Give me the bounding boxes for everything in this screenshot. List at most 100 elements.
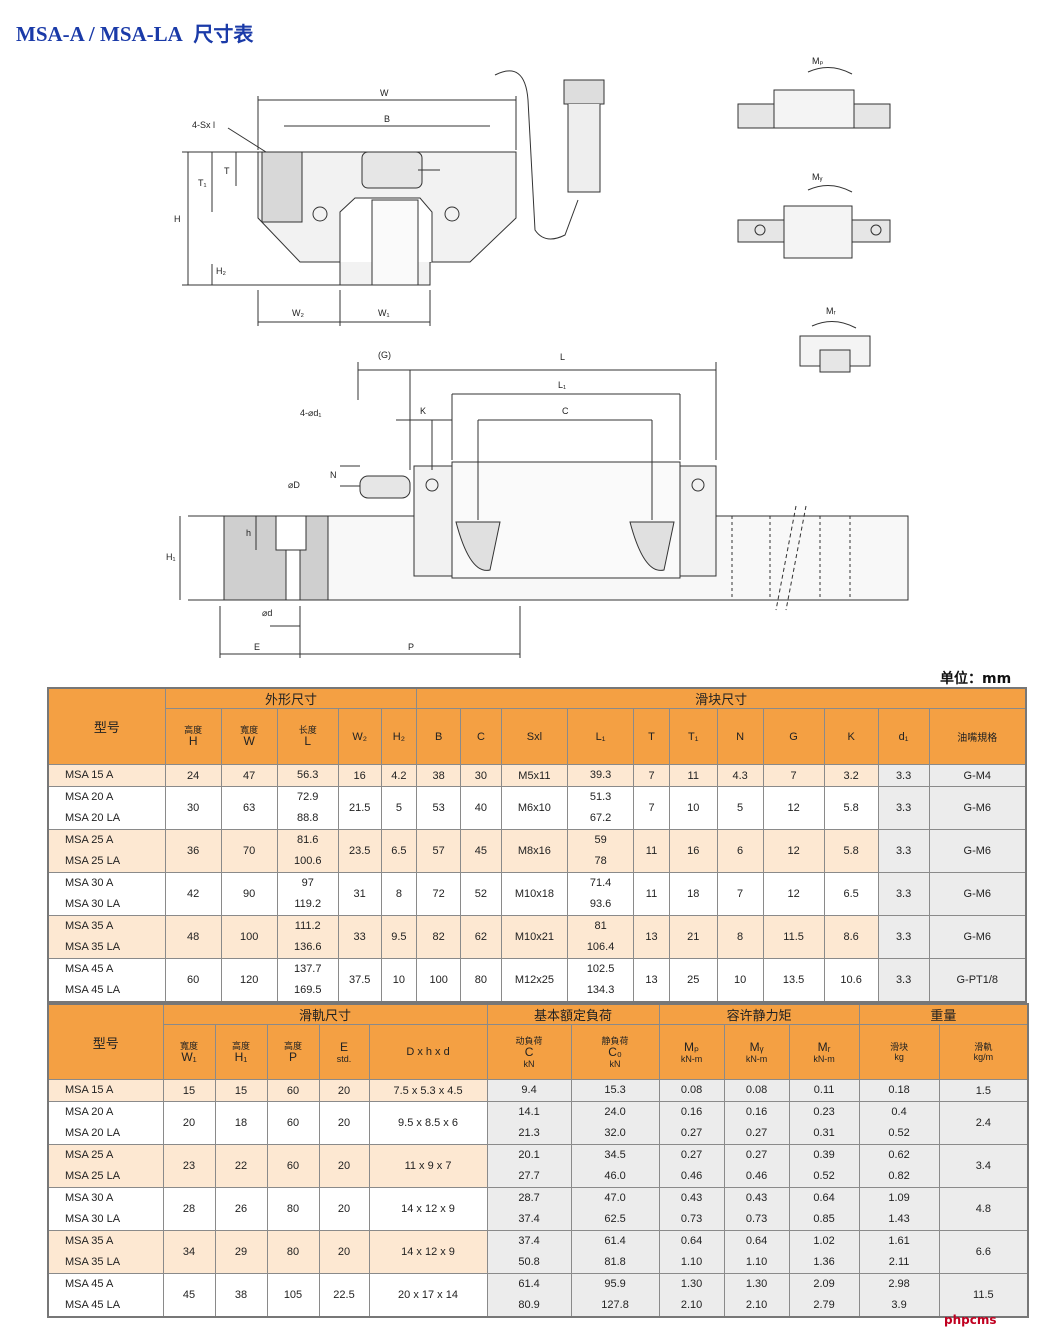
- table-cell: 15: [162, 1079, 216, 1102]
- table-cell: 31: [337, 872, 382, 916]
- table-cell: 38: [416, 764, 462, 787]
- table-cell: 36: [164, 829, 222, 873]
- table-cell: 80: [266, 1187, 320, 1231]
- table-cell: 13.5: [762, 958, 825, 1003]
- table-cell: 10: [380, 958, 418, 1003]
- table-cell: G-M6: [928, 872, 1027, 916]
- table-cell: 8: [380, 872, 418, 916]
- header-l1: L₁: [566, 708, 635, 765]
- table-cell: MSA 15 A: [47, 764, 166, 787]
- table-cell: 22.5: [318, 1273, 370, 1318]
- dim-k: K: [420, 406, 426, 416]
- technical-drawing: W B 4-Sx l T₁ T H H₂ W₂ W₁ (G) L L₁ C 4-…: [166, 56, 909, 658]
- table-cell: 5: [380, 786, 418, 830]
- table-cell: 30: [460, 764, 502, 787]
- table-cell: 22: [214, 1144, 268, 1188]
- table-cell: 9.4: [486, 1079, 572, 1102]
- title-latin: MSA-A / MSA-LA: [16, 22, 183, 46]
- header-block-dims: 滑块尺寸: [416, 687, 1027, 709]
- table-cell: 4.8: [938, 1187, 1029, 1231]
- table-cell: 37.5: [337, 958, 382, 1003]
- unit-label: 单位：mm: [940, 671, 1012, 687]
- table-cell: 20: [318, 1101, 370, 1145]
- table-cell: 0.08: [658, 1079, 725, 1102]
- table-cell: 18: [668, 872, 718, 916]
- dim-d-small: ⌀d: [262, 608, 272, 618]
- table-cell: 20: [318, 1230, 370, 1274]
- header-t: T: [633, 708, 670, 765]
- dim-l: L: [560, 352, 565, 362]
- dim-sxl: 4-Sx l: [192, 120, 215, 130]
- table-cell: 5.8: [823, 786, 879, 830]
- moment-my: Mᵧ: [812, 172, 822, 182]
- table-cell: 3.2: [823, 764, 879, 787]
- table-cell: 21.5: [337, 786, 382, 830]
- table-cell: 63: [220, 786, 278, 830]
- table-cell: 47: [220, 764, 278, 787]
- table-cell: 40: [460, 786, 502, 830]
- table-cell: 7: [633, 786, 670, 830]
- table-cell: M5x11: [500, 764, 568, 787]
- dim-b: B: [384, 114, 390, 124]
- table-cell: M8x16: [500, 829, 568, 873]
- moment-mr: Mᵣ: [826, 306, 836, 316]
- header-model: 型号: [47, 687, 166, 765]
- table-cell: 14 x 12 x 9: [368, 1187, 488, 1231]
- table-cell: 11.5: [938, 1273, 1029, 1318]
- table-cell: 13: [633, 958, 670, 1003]
- table-cell: 70: [220, 829, 278, 873]
- dim-p: P: [408, 642, 414, 652]
- dim-h-small: h: [246, 528, 251, 538]
- table-cell: 7: [762, 764, 825, 787]
- table-cell: 20: [318, 1187, 370, 1231]
- dim-w: W: [380, 88, 389, 98]
- header-c: C: [460, 708, 502, 765]
- table-cell: 60: [164, 958, 222, 1003]
- table-cell: 105: [266, 1273, 320, 1318]
- table-cell: 5.8: [823, 829, 879, 873]
- table-cell: 0.11: [788, 1079, 860, 1102]
- table-cell: M12x25: [500, 958, 568, 1003]
- table-cell: 6.6: [938, 1230, 1029, 1274]
- dim-t1: T₁: [198, 178, 207, 188]
- table-cell: 20: [318, 1144, 370, 1188]
- table-cell: 12: [762, 786, 825, 830]
- table-cell: 38: [214, 1273, 268, 1318]
- header-grease: 油嘴規格: [928, 708, 1027, 765]
- header-sxl: Sxl: [500, 708, 568, 765]
- table-cell: 3.3: [877, 764, 930, 787]
- table-cell: 13: [633, 915, 670, 959]
